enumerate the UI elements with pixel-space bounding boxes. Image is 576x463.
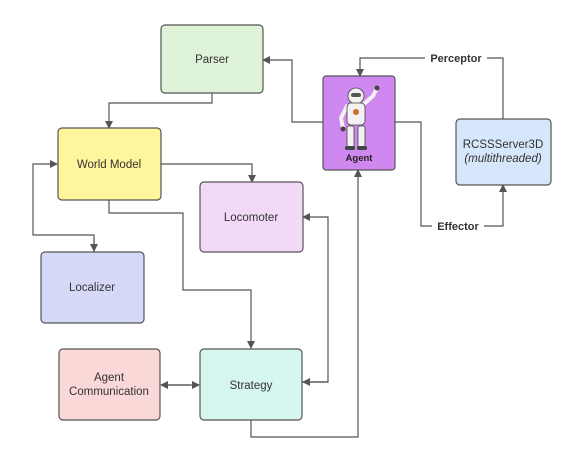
edge-world-model-to-strategy [108, 200, 255, 349]
edge-strategy-to-locomoter [302, 213, 329, 383]
effector-label: Effector [437, 221, 479, 233]
node-locomoter-label: Locomoter [224, 212, 279, 224]
effector-label-bg [432, 218, 484, 234]
node-strategy-box [199, 348, 303, 421]
perceptor-label-bg [425, 50, 487, 66]
edge-strategy-to-agent [250, 169, 362, 438]
node-parser: Parser [160, 24, 264, 94]
node-agent-communication: Agent Communication [58, 348, 161, 421]
node-rcssserver3d-box [455, 118, 552, 186]
node-localizer: Localizer [40, 251, 145, 324]
node-agent-communication-label-line1: Agent [94, 372, 125, 384]
perceptor-label: Perceptor [430, 53, 482, 65]
node-parser-label: Parser [195, 54, 229, 66]
edge-agent-to-parser [262, 56, 323, 123]
edge-world-model-to-locomoter [161, 163, 256, 183]
node-rcssserver3d-label-line1: RCSSServer3D [463, 139, 544, 151]
node-rcssserver3d: RCSSServer3D (multithreaded) [455, 118, 552, 186]
node-world-model-label: World Model [77, 159, 141, 171]
node-agent: Agent [322, 75, 396, 171]
node-localizer-label: Localizer [69, 282, 115, 294]
robot-icon [338, 85, 380, 150]
node-agent-communication-label-line2: Communication [69, 386, 149, 398]
node-strategy: Strategy [199, 348, 303, 421]
node-locomoter-box [199, 181, 304, 253]
node-world-model: World Model [57, 127, 162, 201]
node-parser-box [160, 24, 264, 94]
node-agent-communication-box [58, 348, 161, 421]
node-locomoter: Locomoter [199, 181, 304, 253]
node-strategy-label: Strategy [230, 380, 273, 392]
node-rcssserver3d-label-line2: (multithreaded) [464, 153, 542, 165]
node-world-model-box [57, 127, 162, 201]
edge-effector [395, 121, 507, 227]
node-agent-label: Agent [346, 153, 374, 164]
node-localizer-box [40, 251, 145, 324]
edge-parser-to-world-model [105, 93, 213, 129]
